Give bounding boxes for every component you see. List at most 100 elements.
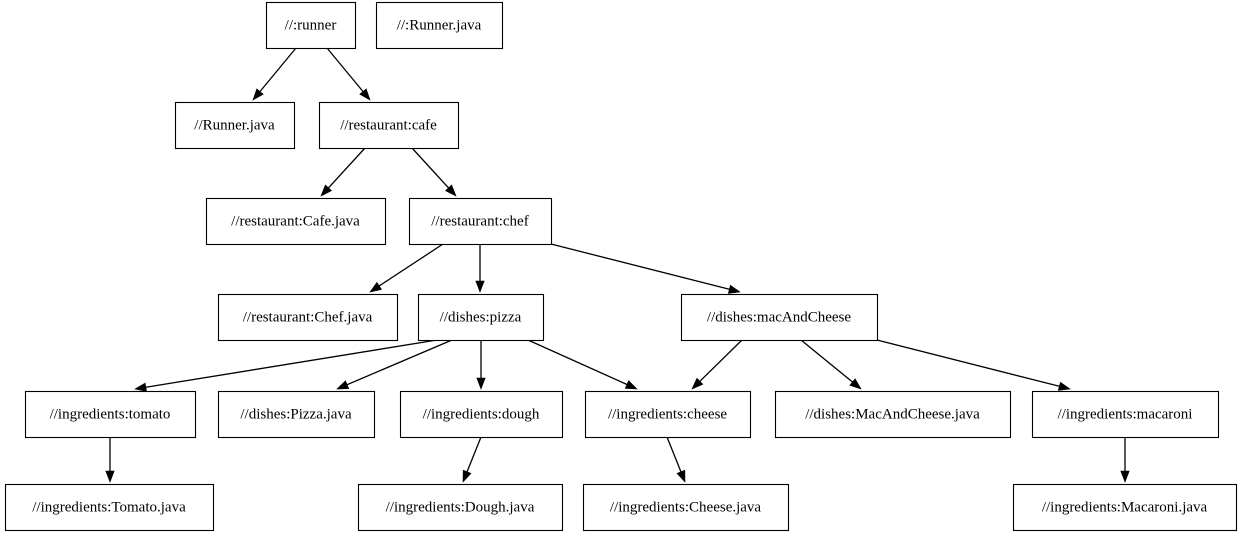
edge-arrowhead-icon [320, 184, 333, 197]
graph-edge [550, 243, 741, 294]
graph-node-ingredients_cheese_java[interactable]: //ingredients:Cheese.java [582, 483, 790, 532]
node-box[interactable] [265, 1, 357, 50]
node-label: //ingredients:Dough.java [386, 499, 535, 515]
node-label: //dishes:MacAndCheese.java [805, 406, 980, 422]
node-label: //dishes:macAndCheese [707, 309, 851, 325]
edges-layer [105, 47, 1130, 483]
graph-edge [800, 339, 862, 390]
node-label: //ingredients:Macaroni.java [1042, 499, 1208, 515]
graph-edge [411, 147, 457, 197]
graph-node-runner[interactable]: //:runner [265, 1, 357, 50]
graph-edge [369, 243, 444, 293]
node-box[interactable] [174, 101, 296, 150]
graph-node-runner_java[interactable]: //Runner.java [174, 101, 296, 150]
edge-arrowhead-icon [1057, 381, 1071, 391]
graph-edge [691, 339, 743, 390]
graph-node-ingredients_dough[interactable]: //ingredients:dough [399, 390, 564, 439]
node-box[interactable] [4, 483, 215, 532]
graph-node-restaurant_chef_java[interactable]: //restaurant:Chef.java [217, 293, 399, 342]
node-box[interactable] [680, 293, 879, 342]
node-label: //dishes:pizza [440, 309, 522, 325]
edge-line [666, 436, 682, 473]
graph-edge [336, 339, 453, 390]
node-box[interactable] [318, 101, 460, 150]
node-box[interactable] [1012, 483, 1238, 532]
graph-node-restaurant_chef[interactable]: //restaurant:chef [408, 197, 553, 246]
node-label: //ingredients:cheese [608, 406, 727, 422]
graph-node-dishes_mac_java[interactable]: //dishes:MacAndCheese.java [774, 390, 1012, 439]
edge-arrowhead-icon [476, 377, 486, 390]
graph-edge [876, 339, 1071, 391]
edge-arrowhead-icon [336, 380, 350, 390]
node-label: //ingredients:macaroni [1058, 406, 1193, 422]
edge-line [259, 47, 297, 92]
graph-edge [476, 340, 486, 390]
graph-node-ingredients_macaroni[interactable]: //ingredients:macaroni [1031, 390, 1220, 439]
edge-line [800, 339, 853, 383]
node-label: //restaurant:cafe [340, 117, 437, 133]
edge-arrowhead-icon [444, 184, 457, 197]
edge-line [327, 147, 366, 189]
node-box[interactable] [774, 390, 1012, 439]
node-label: //ingredients:tomato [50, 406, 171, 422]
graph-edge [462, 436, 482, 483]
edge-line [527, 339, 628, 386]
edge-arrowhead-icon [1120, 470, 1130, 483]
edge-line [876, 339, 1060, 387]
edge-line [550, 243, 730, 290]
edge-arrowhead-icon [624, 380, 638, 390]
graph-edge [320, 147, 366, 197]
edge-arrowhead-icon [849, 378, 862, 390]
node-label: //restaurant:Chef.java [243, 309, 373, 325]
node-box[interactable] [24, 390, 197, 439]
node-box[interactable] [205, 197, 387, 246]
edge-line [346, 339, 453, 386]
edge-arrowhead-icon [359, 88, 371, 101]
graph-edge [475, 244, 485, 293]
graph-node-dishes_macandcheese[interactable]: //dishes:macAndCheese [680, 293, 879, 342]
graph-edge [666, 436, 686, 483]
edge-arrowhead-icon [369, 281, 382, 293]
graph-node-dishes_pizza[interactable]: //dishes:pizza [417, 293, 545, 342]
edge-arrowhead-icon [676, 469, 686, 483]
edge-arrowhead-icon [462, 469, 472, 483]
node-box[interactable] [584, 390, 752, 439]
node-box[interactable] [1031, 390, 1220, 439]
graph-edge [134, 339, 438, 392]
node-label: //ingredients:dough [423, 406, 540, 422]
edge-arrowhead-icon [691, 377, 704, 390]
graph-node-ingredients_tomato[interactable]: //ingredients:tomato [24, 390, 197, 439]
nodes-layer: //:runner //:Runner.java //Runner.java //re… [4, 1, 1238, 532]
edge-arrowhead-icon [475, 280, 485, 293]
graph-edge [1120, 437, 1130, 483]
graph-node-restaurant_cafe_java[interactable]: //restaurant:Cafe.java [205, 197, 387, 246]
edge-arrowhead-icon [252, 88, 264, 101]
node-box[interactable] [417, 293, 545, 342]
graph-node-ingredients_dough_java[interactable]: //ingredients:Dough.java [357, 483, 564, 532]
graph-node-dishes_pizza_java[interactable]: //dishes:Pizza.java [217, 390, 376, 439]
node-box[interactable] [217, 390, 376, 439]
edge-arrowhead-icon [134, 382, 147, 392]
node-box[interactable] [582, 483, 790, 532]
edge-arrowhead-icon [105, 470, 115, 483]
node-box[interactable] [217, 293, 399, 342]
graph-node-ingredients_cheese[interactable]: //ingredients:cheese [584, 390, 752, 439]
edge-line [326, 47, 364, 92]
node-box[interactable] [399, 390, 564, 439]
node-label: //restaurant:chef [431, 213, 528, 229]
node-label: //ingredients:Tomato.java [32, 499, 186, 515]
edge-line [378, 243, 444, 287]
node-label: //Runner.java [194, 117, 275, 133]
edge-arrowhead-icon [727, 284, 741, 294]
node-box[interactable] [408, 197, 553, 246]
graph-edge [105, 437, 115, 483]
graph-node-restaurant_cafe[interactable]: //restaurant:cafe [318, 101, 460, 150]
node-label: //ingredients:Cheese.java [610, 499, 762, 515]
node-box[interactable] [357, 483, 564, 532]
graph-node-ingredients_tomato_java[interactable]: //ingredients:Tomato.java [4, 483, 215, 532]
node-box[interactable] [375, 1, 504, 50]
graph-node-root_runner_java[interactable]: //:Runner.java [375, 1, 504, 50]
node-label: //dishes:Pizza.java [240, 406, 352, 422]
graph-node-ingredients_macaroni_java[interactable]: //ingredients:Macaroni.java [1012, 483, 1238, 532]
